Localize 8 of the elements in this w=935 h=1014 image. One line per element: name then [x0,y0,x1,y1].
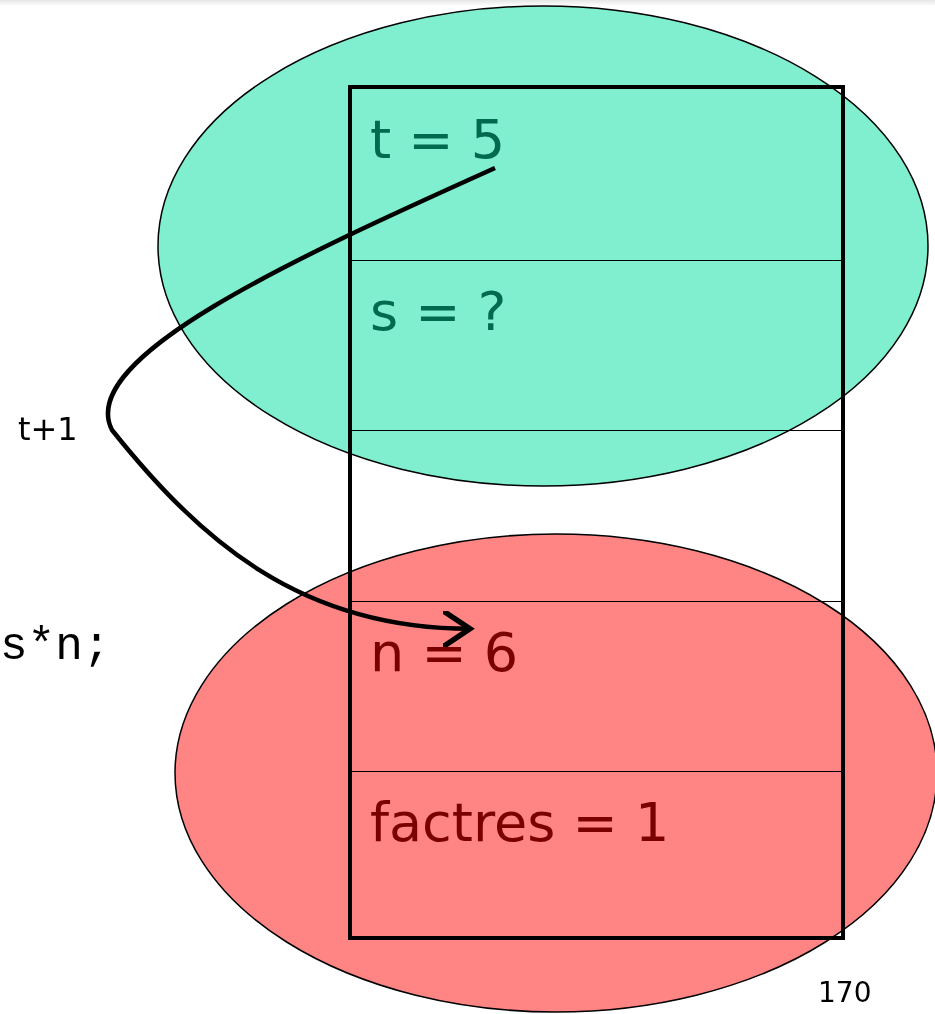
variable-value: n = 6 [370,625,519,680]
variable-value: s = ? [370,284,507,339]
page-number: 170 [818,978,872,1009]
memory-stack [348,85,845,940]
curved-arrow [106,165,496,649]
variable-value: factres = 1 [370,796,670,851]
code-fragment: s*n; [0,622,111,673]
variable-value: t = 5 [370,113,506,167]
